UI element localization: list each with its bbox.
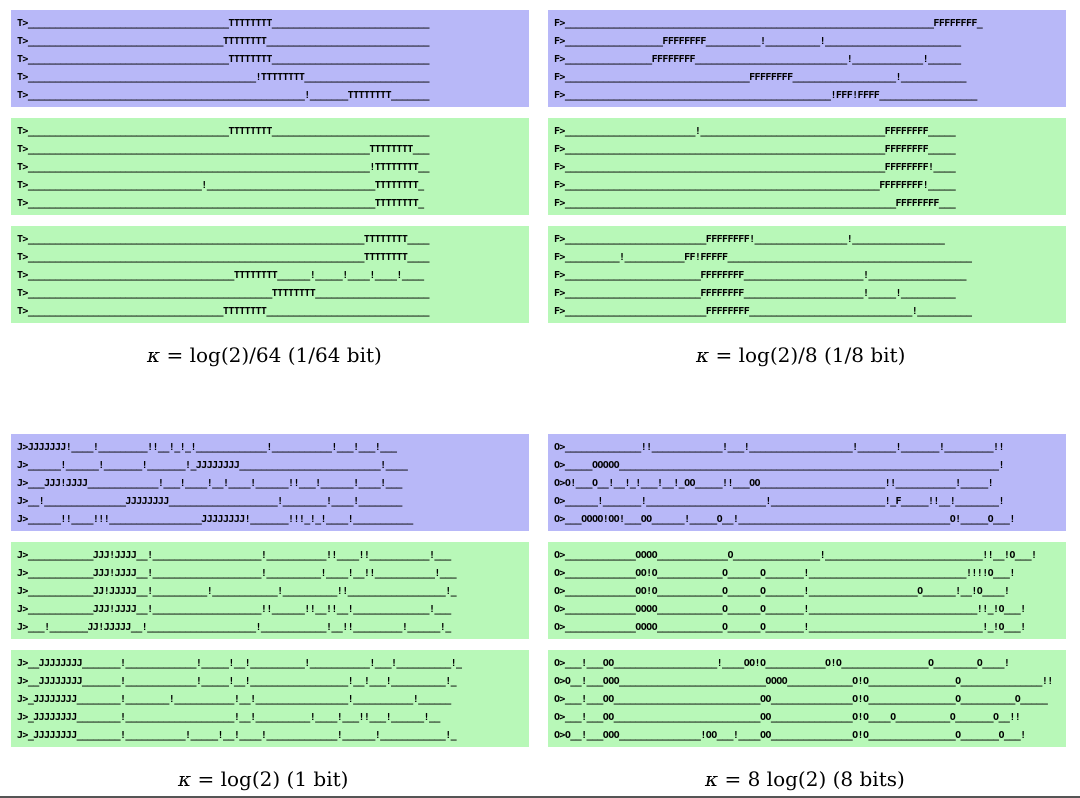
panel-green: F>__________________________FFFFFFFF!___… [548, 226, 1066, 323]
caption-formula: = log(2) (1 bit) [191, 767, 349, 791]
sequence-row: F>__________________________FFFFFFFF!___… [554, 234, 945, 245]
panel-green: T>_____________________________________T… [11, 118, 529, 215]
panel-blue: O>______________!!_____________!___!____… [548, 434, 1066, 531]
sequence-row: O>_____________OOOO____________O______O_… [554, 604, 1026, 615]
sequence-row: T>______________________________________… [17, 90, 430, 101]
sequence-row: T>_____________________________________T… [17, 54, 430, 65]
sequence-row: J>_JJJJJJJJ________!____________________… [17, 712, 440, 723]
sequence-row: J>JJJJJJJ!____!_________!!__!_!_!_______… [17, 442, 397, 453]
sequence-row: T>________________________________!_____… [17, 180, 424, 191]
sequence-row: O>_____________OOOO____________O______O_… [554, 622, 1026, 633]
caption-kappa-1-64-bit: κ = log(2)/64 (1/64 bit) [147, 343, 382, 367]
kappa-symbol: κ [178, 767, 192, 791]
sequence-row: J>__JJJJJJJJ_______!_____________!_____!… [17, 658, 462, 669]
quadrant-kappa-1-64-bit: T>_____________________________________T… [11, 10, 529, 334]
sequence-row: J>__!_______________JJJJJJJJ____________… [17, 496, 402, 507]
kappa-symbol: κ [705, 767, 719, 791]
sequence-row: T>______________________________________… [17, 288, 430, 299]
sequence-row: O>_____OOOOO____________________________… [554, 460, 1005, 471]
sequence-row: J>______!!____!!!_________________JJJJJJ… [17, 514, 413, 525]
sequence-row: J>_JJJJJJJJ________!___________!_____!__… [17, 730, 457, 741]
sequence-row: T>______________________________________… [17, 270, 424, 281]
quadrant-kappa-1-bit: J>JJJJJJJ!____!_________!!__!_!_!_______… [11, 434, 529, 758]
quadrant-kappa-8-bits: O>______________!!_____________!___!____… [548, 434, 1066, 758]
sequence-row: F>______________________________________… [554, 144, 956, 155]
panel-green: O>___!___OO___________________!____OO!O_… [548, 650, 1066, 747]
sequence-row: F>________________FFFFFFFF______________… [554, 54, 961, 65]
sequence-row: J>______!______!_______!_______!_JJJJJJJ… [17, 460, 408, 471]
sequence-row: F>__________________________________FFFF… [554, 72, 967, 83]
sequence-row: O>______________!!_____________!___!____… [554, 442, 1005, 453]
sequence-row: T>______________________________________… [17, 162, 430, 173]
caption-formula: = log(2)/64 (1/64 bit) [160, 343, 382, 367]
sequence-row: T>______________________________________… [17, 198, 424, 209]
kappa-symbol: κ [147, 343, 161, 367]
sequence-row: O>___OOOO!OO!___OO______!_____O__!______… [554, 514, 1015, 525]
panel-blue: T>_____________________________________T… [11, 10, 529, 107]
sequence-row: O>O!___O__!__!_!___!__!_OO_____!!___OO__… [554, 478, 994, 489]
kappa-symbol: κ [696, 343, 710, 367]
panel-green: J>__JJJJJJJJ_______!_____________!_____!… [11, 650, 529, 747]
sequence-row: F>________________________!_____________… [554, 126, 956, 137]
caption-kappa-8-bits: κ = 8 log(2) (8 bits) [705, 767, 905, 791]
sequence-row: T>_____________________________________T… [17, 126, 430, 137]
caption-kappa-1-8-bit: κ = log(2)/8 (1/8 bit) [696, 343, 905, 367]
sequence-row: F>__________________________FFFFFFFF____… [554, 306, 972, 317]
sequence-row: T>______________________________________… [17, 72, 430, 83]
sequence-row: T>____________________________________TT… [17, 306, 430, 317]
sequence-row: J>___JJJ!JJJJ_____________!___!____!__!_… [17, 478, 402, 489]
panel-green: F>________________________!_____________… [548, 118, 1066, 215]
sequence-row: F>______________________________________… [554, 18, 983, 29]
bottom-divider [0, 796, 1080, 798]
sequence-row: J>____________JJJ!JJJJ__!_______________… [17, 550, 451, 561]
sequence-row: J>___!_______JJ!JJJJJ__!________________… [17, 622, 451, 633]
sequence-row: F>__________!___________FF!FFFFF________… [554, 252, 972, 263]
sequence-row: F>______________________________________… [554, 90, 977, 101]
panel-blue: F>______________________________________… [548, 10, 1066, 107]
sequence-row: J>_JJJJJJJJ________!________!___________… [17, 694, 451, 705]
sequence-row: O>___!___OO___________________!____OO!O_… [554, 658, 1010, 669]
sequence-row: F>______________________________________… [554, 180, 956, 191]
sequence-row: F>______________________________________… [554, 198, 956, 209]
sequence-row: J>____________JJJ!JJJJ__!_______________… [17, 604, 451, 615]
panel-blue: J>JJJJJJJ!____!_________!!__!_!_!_______… [11, 434, 529, 531]
sequence-row: F>_________________________FFFFFFFF_____… [554, 288, 956, 299]
sequence-row: F>__________________FFFFFFFF__________!_… [554, 36, 961, 47]
sequence-row: J>____________JJJ!JJJJ__!_______________… [17, 568, 457, 579]
sequence-row: O>___!___OO___________________________OO… [554, 712, 1021, 723]
caption-formula: = log(2)/8 (1/8 bit) [709, 343, 906, 367]
sequence-row: O>_____________OOOO_____________O_______… [554, 550, 1037, 561]
sequence-row: F>_________________________FFFFFFFF_____… [554, 270, 967, 281]
sequence-row: T>______________________________________… [17, 234, 430, 245]
sequence-row: F>______________________________________… [554, 162, 956, 173]
sequence-row: T>____________________________________TT… [17, 36, 430, 47]
sequence-row: O>___!___OO___________________________OO… [554, 694, 1048, 705]
panel-green: O>_____________OOOO_____________O_______… [548, 542, 1066, 639]
sequence-row: O>______!_______!______________________!… [554, 496, 1005, 507]
panel-green: J>____________JJJ!JJJJ__!_______________… [11, 542, 529, 639]
sequence-row: O>O__!___OOO_______________!OO___!____OO… [554, 730, 1026, 741]
caption-kappa-1-bit: κ = log(2) (1 bit) [178, 767, 348, 791]
sequence-row: J>__JJJJJJJJ_______!_____________!_____!… [17, 676, 457, 687]
sequence-row: O>_____________OO!O____________O______O_… [554, 586, 1010, 597]
sequence-row: J>____________JJ!JJJJJ__!__________!____… [17, 586, 457, 597]
sequence-row: O>_____________OO!O____________O______O_… [554, 568, 1015, 579]
caption-formula: = 8 log(2) (8 bits) [718, 767, 905, 791]
sequence-row: T>______________________________________… [17, 252, 430, 263]
sequence-row: T>______________________________________… [17, 144, 430, 155]
quadrant-kappa-1-8-bit: F>______________________________________… [548, 10, 1066, 334]
panel-green: T>______________________________________… [11, 226, 529, 323]
sequence-row: T>_____________________________________T… [17, 18, 430, 29]
sequence-row: O>O__!___OOO___________________________O… [554, 676, 1053, 687]
